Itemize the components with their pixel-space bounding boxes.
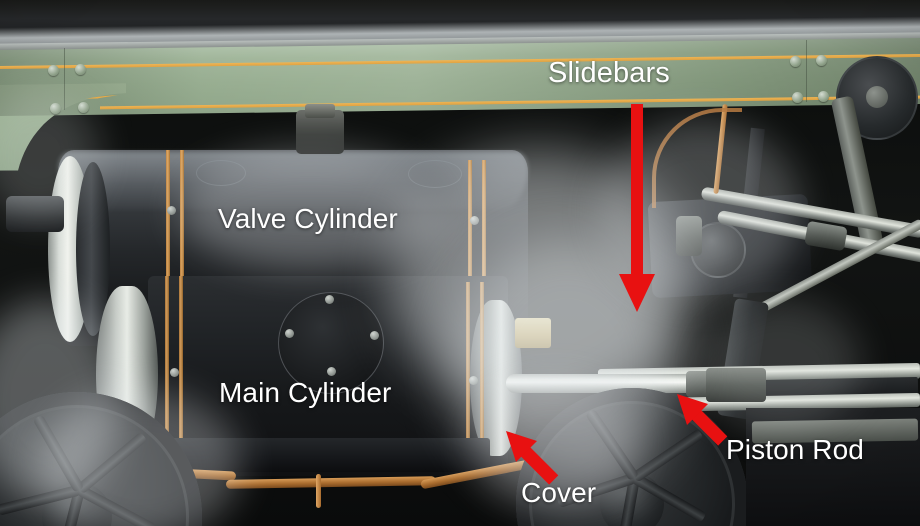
rivet bbox=[48, 65, 59, 76]
scribe-mark bbox=[408, 160, 462, 188]
crosshead bbox=[706, 368, 766, 402]
valve-spindle-stub bbox=[6, 196, 64, 232]
copper-pipe-drop bbox=[316, 474, 321, 508]
cylinder-base-casting bbox=[160, 438, 490, 472]
panel-seam bbox=[64, 48, 65, 110]
rivet bbox=[792, 92, 803, 103]
valve-cylinder-lining-band bbox=[482, 160, 486, 344]
rivet bbox=[790, 56, 801, 67]
cover-bolt bbox=[327, 367, 336, 376]
valve-cylinder-lining-band bbox=[468, 160, 472, 344]
scribe-mark bbox=[196, 160, 246, 186]
valve-cylinder-lining-band bbox=[180, 150, 184, 346]
cylinder-bolt bbox=[170, 368, 179, 377]
annotation-label-valve-cylinder: Valve Cylinder bbox=[218, 203, 398, 234]
main-cylinder-lining-band bbox=[466, 282, 470, 470]
slidebars-arrow bbox=[617, 104, 657, 312]
cylinder-bolt bbox=[469, 376, 478, 385]
panel-seam bbox=[806, 40, 807, 102]
cylinder-bolt bbox=[470, 216, 479, 225]
valve-chest-cap bbox=[305, 104, 335, 118]
annotation-label-main-cylinder: Main Cylinder bbox=[219, 377, 392, 408]
piston-rod-shaft bbox=[506, 374, 702, 393]
cover-bolt bbox=[285, 329, 294, 338]
annotation-label-cover: Cover bbox=[521, 477, 597, 508]
rivet bbox=[78, 102, 89, 113]
main-cylinder-lining-band bbox=[480, 282, 484, 470]
main-cylinder-lining-band bbox=[179, 276, 183, 476]
valve-cylinder-lining-band bbox=[166, 150, 170, 346]
cover-bolt bbox=[370, 331, 379, 340]
cover-bolt bbox=[325, 295, 334, 304]
crank-pin bbox=[866, 86, 888, 108]
rivet bbox=[818, 91, 829, 102]
annotation-label-slidebars: Slidebars bbox=[548, 57, 670, 89]
cylinder-inspection-cover bbox=[278, 292, 384, 394]
main-cylinder-lining-band bbox=[165, 276, 169, 476]
brass-drain-cock bbox=[515, 318, 551, 348]
rivet bbox=[75, 64, 86, 75]
cover-arrow bbox=[505, 430, 560, 485]
cylinder-bolt bbox=[167, 206, 176, 215]
annotation-label-piston-rod: Piston Rod bbox=[726, 434, 864, 465]
rivet bbox=[50, 103, 61, 114]
rivet bbox=[816, 55, 827, 66]
piston-rod-arrow bbox=[676, 393, 729, 446]
rod-pin-block bbox=[676, 216, 702, 256]
